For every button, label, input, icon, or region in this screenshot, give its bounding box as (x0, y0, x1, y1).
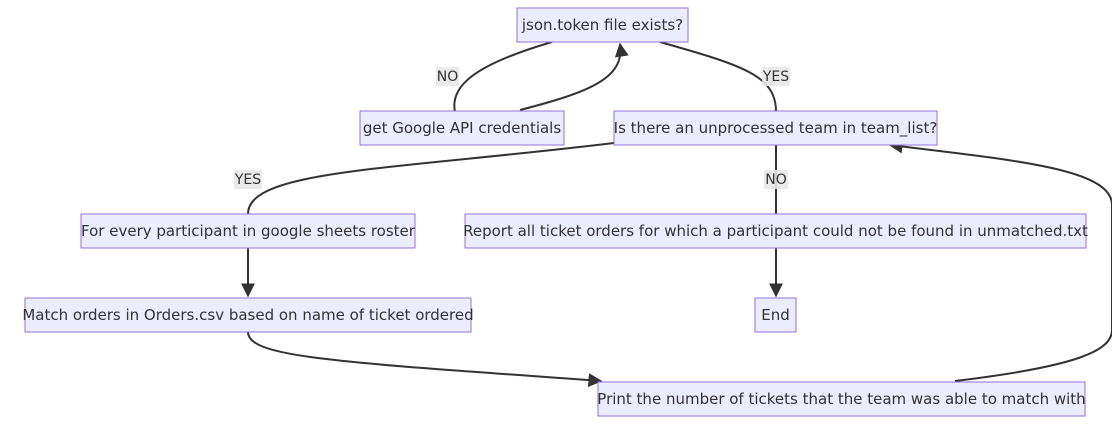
edge-token-to-unprocessed (659, 41, 777, 113)
edge-label-yes-team: YES (234, 170, 262, 189)
svg-text:get Google API credentials: get Google API credentials (363, 119, 562, 137)
node-unprocessed-team: Is there an unprocessed team in team_lis… (613, 110, 938, 146)
edge-label-no-team: NO (764, 170, 788, 189)
svg-text:Print the number of tickets th: Print the number of tickets that the tea… (597, 390, 1085, 408)
node-match-orders: Match orders in Orders.csv based on name… (22, 297, 474, 333)
svg-text:For every participant in googl: For every participant in google sheets r… (81, 222, 416, 240)
svg-text:YES: YES (762, 69, 789, 85)
svg-text:NO: NO (765, 172, 787, 188)
svg-text:Is there an unprocessed team i: Is there an unprocessed team in team_lis… (614, 119, 938, 138)
node-get-credentials: get Google API credentials (359, 110, 565, 146)
svg-text:Match orders in Orders.csv bas: Match orders in Orders.csv based on name… (22, 306, 473, 324)
node-every-participant: For every participant in google sheets r… (80, 213, 416, 249)
node-token-file-exists: json.token file exists? (516, 7, 689, 43)
svg-text:Report all ticket orders for w: Report all ticket orders for which a par… (463, 222, 1088, 240)
svg-text:NO: NO (437, 69, 459, 85)
svg-text:YES: YES (234, 172, 261, 188)
edge-token-to-creds (453, 41, 553, 113)
edge-creds-to-token (519, 42, 629, 111)
node-print-tickets: Print the number of tickets that the tea… (597, 381, 1086, 417)
svg-text:End: End (761, 306, 790, 324)
svg-text:json.token file exists?: json.token file exists? (521, 16, 683, 34)
node-report-unmatched: Report all ticket orders for which a par… (463, 213, 1088, 249)
node-end: End (754, 297, 797, 333)
edge-print-to-unprocessed (888, 139, 1112, 382)
edge-match-to-print (247, 331, 603, 388)
edge-unprocessed-to-participant (247, 142, 615, 215)
edge-label-no-token: NO (436, 67, 459, 86)
edge-label-yes-token: YES (762, 67, 790, 86)
